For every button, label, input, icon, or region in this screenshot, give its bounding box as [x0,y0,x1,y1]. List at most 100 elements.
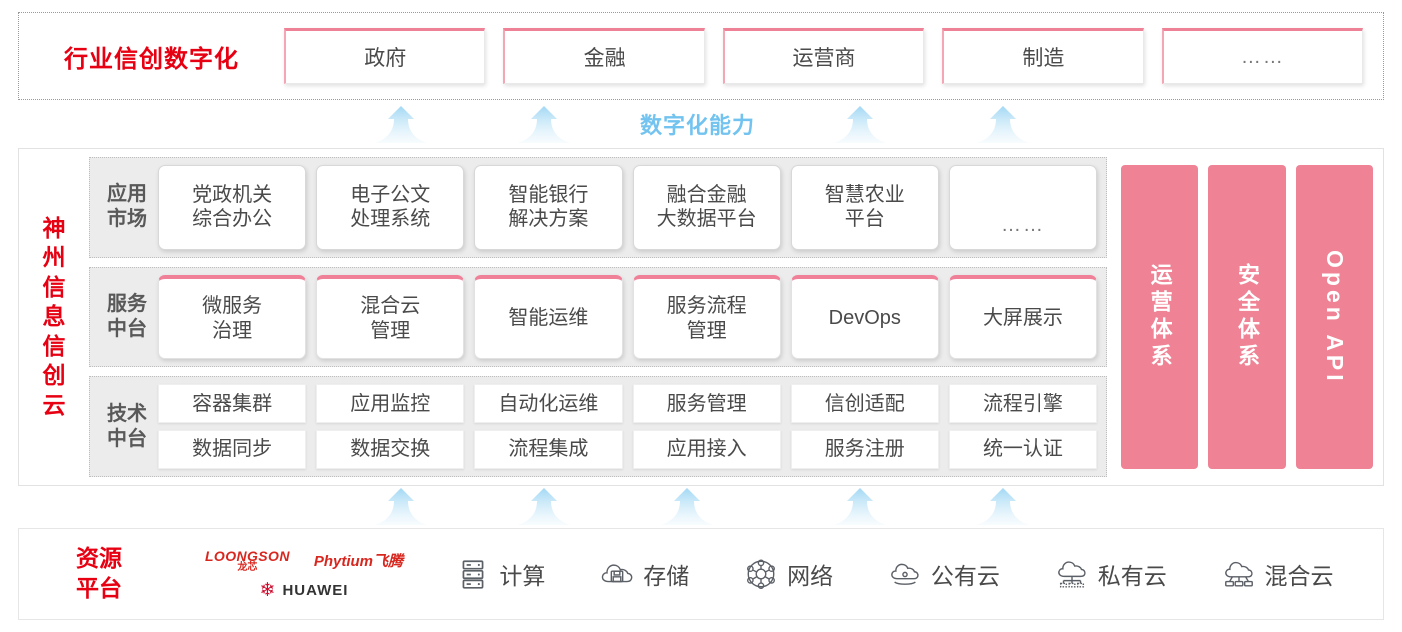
app-card-more[interactable]: …… [948,165,1098,250]
loongson-logo-en: LOONGSON [204,547,290,564]
tech-card-data-exchange[interactable]: 数据交换 [316,430,465,470]
tech-card-process-engine[interactable]: 流程引擎 [948,384,1098,424]
layer-tech-platform-label: 技术 中台 [107,402,147,450]
cloud-layer-stack: 应用 市场 党政机关 综合办公 电子公文 处理系统 智能银行 解决方案 [89,157,1107,478]
industry-card-finance[interactable]: 金融 [503,28,705,84]
app-card-label: 融合金融 大数据平台 [656,183,757,231]
industry-card-list: 政府 金融 运营商 制造 …… [284,28,1383,84]
service-card-label: 微服务 治理 [202,295,263,342]
layer-service-platform-label: 服务 中台 [107,293,147,340]
layer-app-market-label: 应用 市场 [107,183,147,231]
resource-item-private-cloud[interactable]: 私有云 [1055,557,1167,591]
loongson-logo-cn: 龙芯 [237,561,258,573]
service-card-label: DevOps [828,307,901,330]
resource-item-hybrid-cloud[interactable]: 混合云 [1222,557,1334,591]
vendor-logo-group: LOONGSON 龙芯 Phytium飞腾 ❄ HUAWEI [179,549,429,600]
service-card-microservice-governance[interactable]: 微服务 治理 [158,274,307,360]
layer-tech-platform-cards: 容器集群 应用监控 自动化运维 服务管理 [158,384,1098,470]
app-card-fintech-bigdata[interactable]: 融合金融 大数据平台 [632,165,781,250]
app-card-label: 智慧农业 平台 [824,183,905,231]
vendor-logo-row-1: LOONGSON 龙芯 Phytium飞腾 [205,549,403,573]
service-card-label: 服务流程 管理 [666,295,747,342]
resource-platform-title: 资源 平台 [76,545,122,601]
service-card-aiops[interactable]: 智能运维 [474,274,623,360]
resource-item-label: 私有云 [1097,563,1167,589]
industry-card-telecom[interactable]: 运营商 [722,28,925,84]
app-card-smart-bank[interactable]: 智能银行 解决方案 [474,165,623,250]
industry-band: 行业信创数字化 政府 金融 运营商 制造 …… [18,12,1384,100]
tech-card-container-cluster[interactable]: 容器集群 [158,384,307,424]
pillar-operations-system[interactable]: 运营体系 [1121,165,1199,469]
resource-item-compute[interactable]: 计算 [456,557,545,591]
layer-app-market: 应用 市场 党政机关 综合办公 电子公文 处理系统 智能银行 解决方案 [89,157,1107,258]
pillar-open-api[interactable]: Open API [1295,165,1373,469]
service-card-label: 大屏展示 [982,307,1063,330]
loongson-logo: LOONGSON 龙芯 [205,549,290,573]
tech-card-process-integration[interactable]: 流程集成 [474,430,623,470]
industry-card-label: …… [1240,45,1285,68]
hybrid-cloud-icon [1222,557,1256,591]
tech-card-automated-ops[interactable]: 自动化运维 [474,384,623,424]
app-card-edoc-system[interactable]: 电子公文 处理系统 [316,165,465,250]
resource-item-storage[interactable]: 存储 [600,557,689,591]
industry-band-title: 行业信创数字化 [64,45,239,73]
tech-card-app-monitoring[interactable]: 应用监控 [316,384,465,424]
resource-item-label: 混合云 [1264,563,1334,589]
tech-card-service-mgmt[interactable]: 服务管理 [632,384,781,424]
resource-item-label: 存储 [643,563,690,589]
service-card-label: 混合云 管理 [360,295,421,342]
cloud-platform-band: 神 州 信 息 信 创 云 应用 市场 党政机关 综合办公 [18,148,1384,486]
tech-card-label: 数据同步 [192,438,273,461]
pillar-label: 安全体系 [1234,263,1260,371]
service-card-hybrid-cloud-mgmt[interactable]: 混合云 管理 [316,274,465,360]
tech-card-label: 流程集成 [508,438,589,461]
cloud-platform-title: 神 州 信 息 信 创 云 [19,149,89,485]
public-cloud-icon [888,557,922,591]
industry-card-label: 政府 [364,47,407,70]
network-icon [744,557,778,591]
industry-card-label: 运营商 [792,47,856,70]
tech-card-unified-auth[interactable]: 统一认证 [948,430,1098,470]
pillar-security-system[interactable]: 安全体系 [1208,165,1286,469]
vendor-logo-row-2: ❄ HUAWEI [260,581,349,600]
tech-card-label: 自动化运维 [498,392,599,415]
resource-item-label: 计算 [499,563,546,589]
up-arrow-icon [833,488,887,526]
tech-card-label: 应用监控 [350,392,431,415]
app-card-gov-office[interactable]: 党政机关 综合办公 [158,165,307,250]
up-arrow-icon [374,488,428,526]
cloud-platform-body: 应用 市场 党政机关 综合办公 电子公文 处理系统 智能银行 解决方案 [89,149,1383,485]
industry-card-government[interactable]: 政府 [284,28,486,84]
huawei-logo: ❄ HUAWEI [260,581,349,600]
layer-service-platform-cards: 微服务 治理 混合云 管理 智能运维 服务流程 管理 DevOps [158,274,1098,360]
server-icon [456,557,490,591]
up-arrow-icon [833,106,887,144]
service-card-devops[interactable]: DevOps [790,274,939,360]
up-arrow-icon [517,106,571,144]
resource-item-public-cloud[interactable]: 公有云 [888,557,1000,591]
tech-card-xinchuang-adaptation[interactable]: 信创适配 [790,384,939,424]
service-card-process-mgmt[interactable]: 服务流程 管理 [632,274,781,360]
app-card-label: …… [1000,214,1045,237]
capability-label: 数字化能力 [640,113,756,138]
capability-arrow-row: 数字化能力 [0,104,1402,144]
tech-card-service-registry[interactable]: 服务注册 [790,430,939,470]
service-card-dashboard[interactable]: 大屏展示 [948,274,1098,360]
app-card-smart-agriculture[interactable]: 智慧农业 平台 [790,165,939,250]
resource-item-network[interactable]: 网络 [744,557,833,591]
cloud-title-char: 神 [42,214,66,241]
service-card-label: 智能运维 [508,307,589,330]
tech-card-app-access[interactable]: 应用接入 [632,430,781,470]
tech-card-label: 数据交换 [350,438,431,461]
industry-card-manufacturing[interactable]: 制造 [942,28,1144,84]
up-arrow-icon [976,106,1030,144]
resource-arrow-row [0,488,1402,526]
up-arrow-icon [374,106,428,144]
industry-card-more[interactable]: …… [1161,28,1364,84]
huawei-logo-text: HUAWEI [282,581,349,599]
huawei-flower-icon: ❄ [259,579,276,601]
cloud-title-char: 息 [42,303,66,330]
resource-item-list: 计算 存储 [429,557,1383,591]
tech-card-data-sync[interactable]: 数据同步 [158,430,307,470]
